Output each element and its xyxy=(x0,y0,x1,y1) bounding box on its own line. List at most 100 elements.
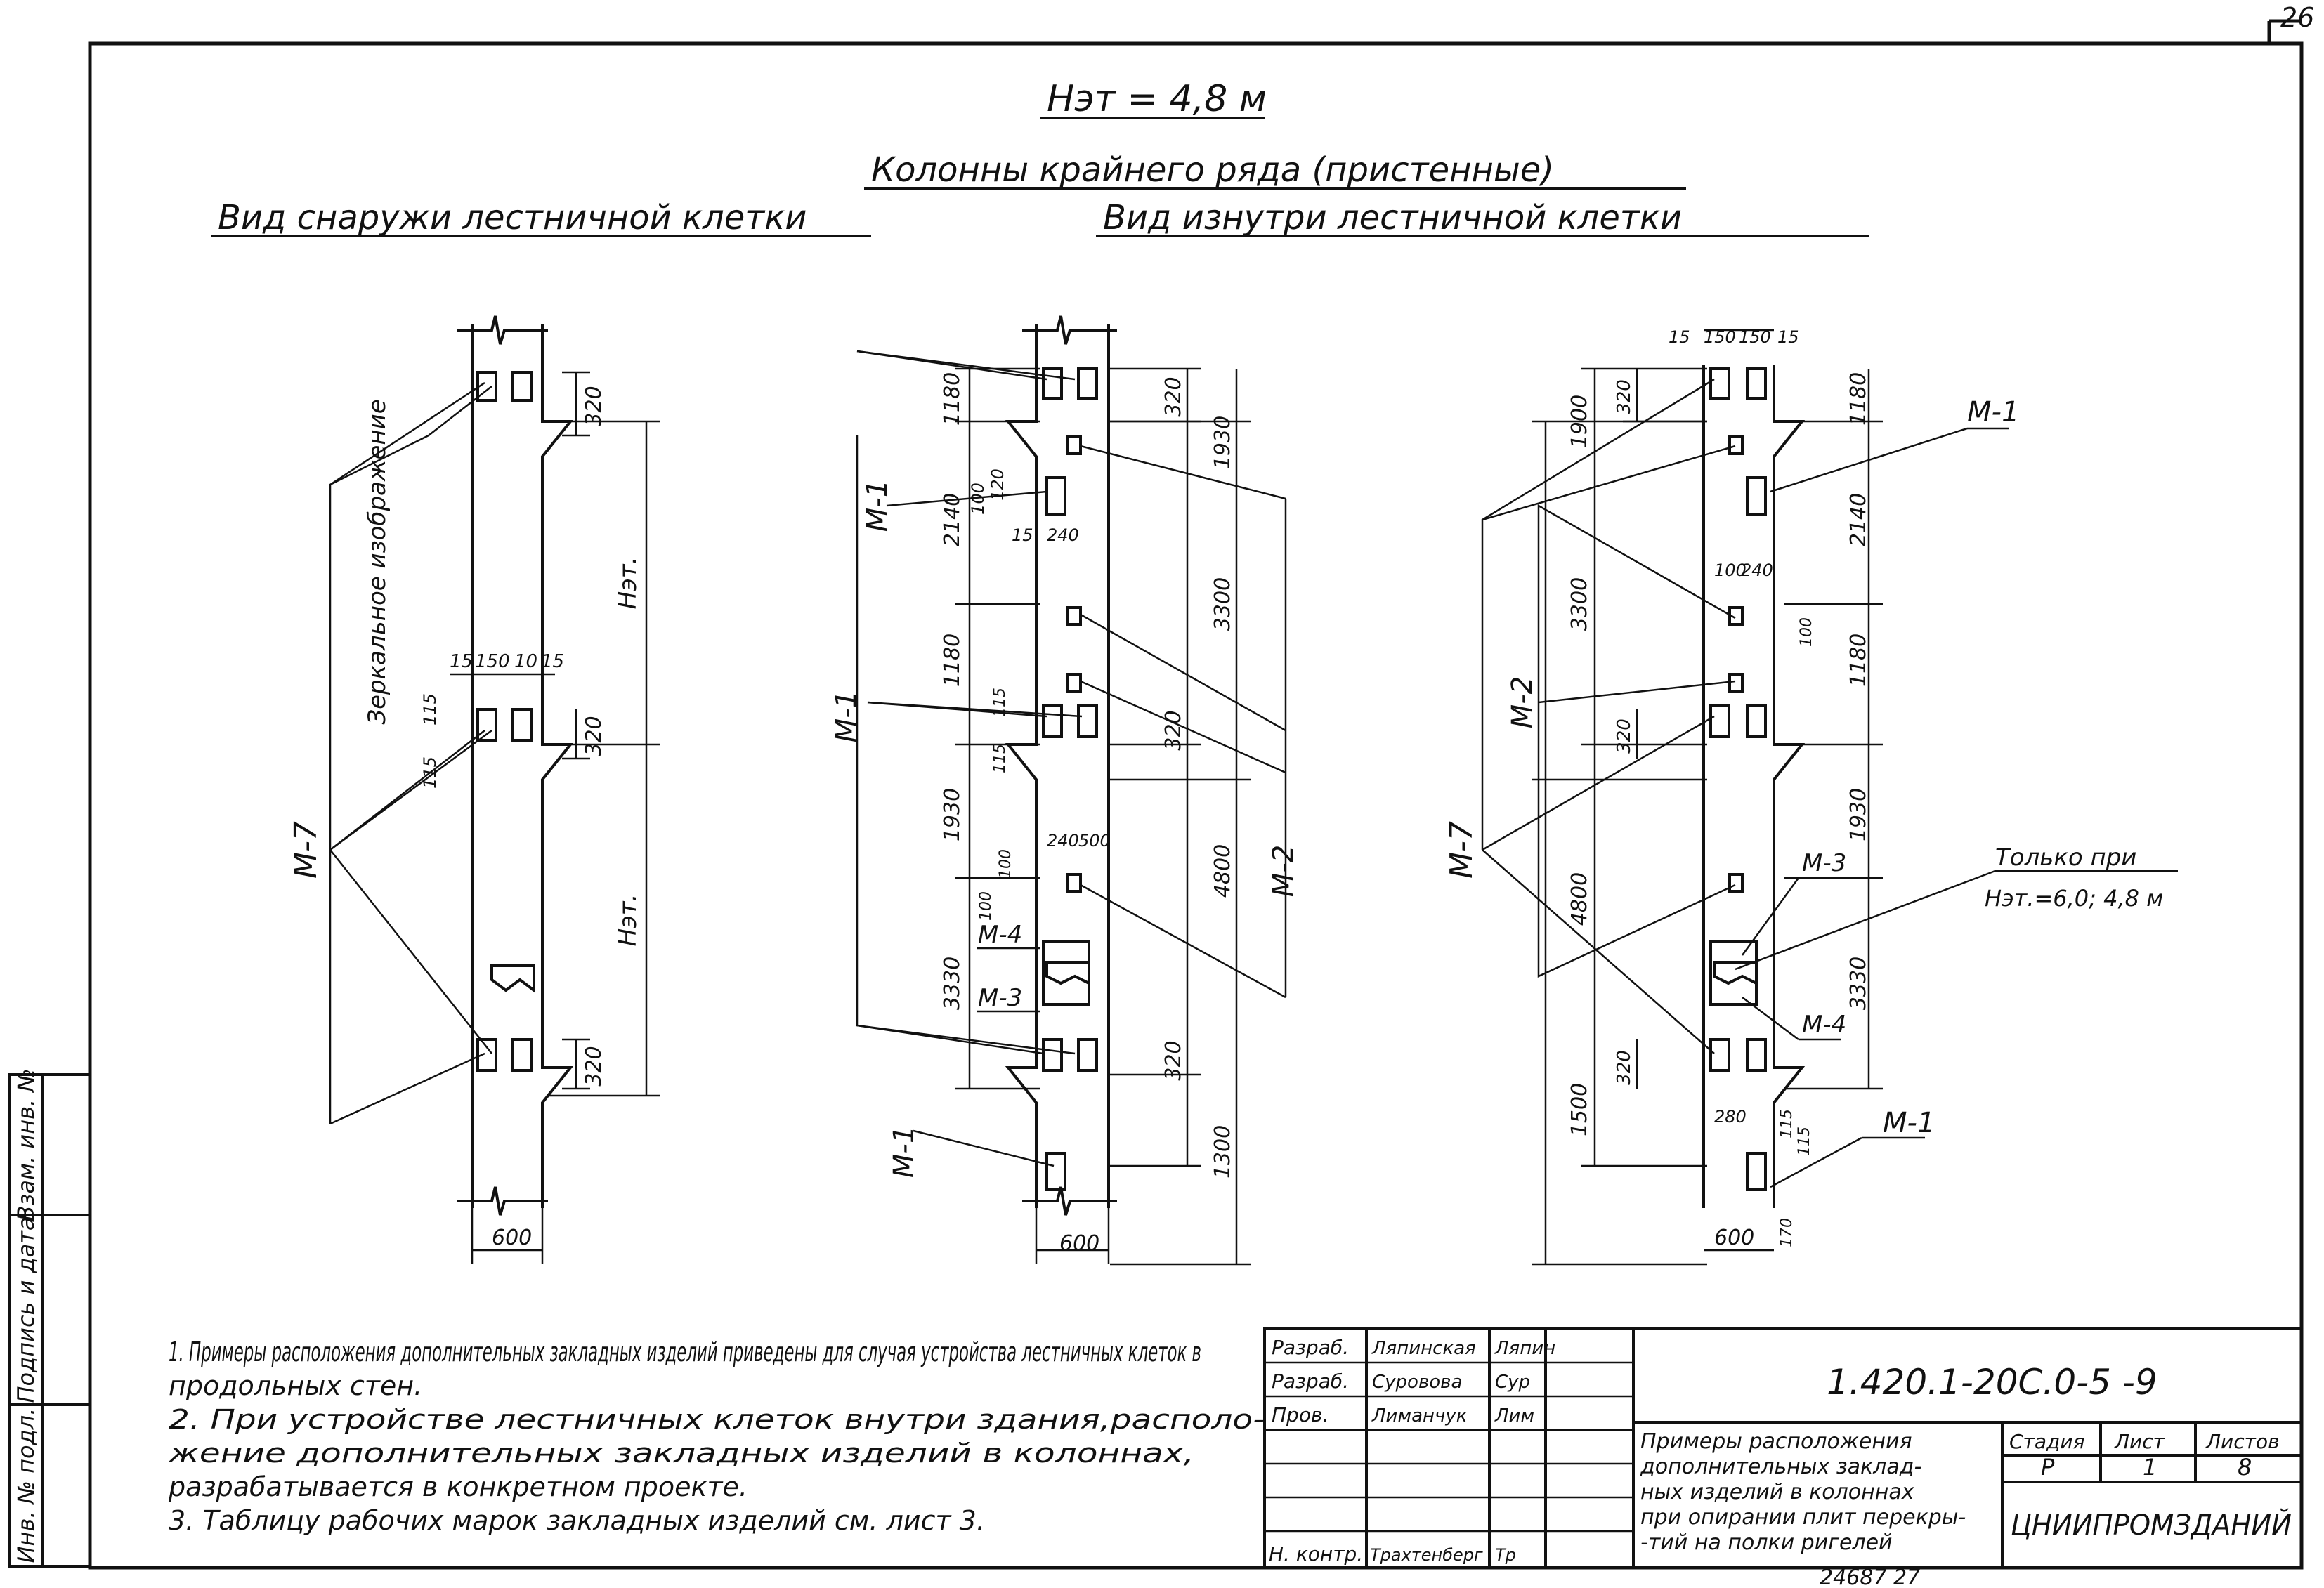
note-line-4: жение дополнительных закладных изделий в… xyxy=(168,1438,1194,1469)
doc-title-line-2: дополнительных заклад- xyxy=(1640,1455,1921,1479)
mid-mark-m3: М-3 xyxy=(978,984,1022,1012)
side-stamp-inv: Инв. № подл. xyxy=(13,1408,39,1563)
mid-d2140: 2140 xyxy=(940,493,965,546)
right-d2140: 2140 xyxy=(1846,493,1871,546)
sheets-value: 8 xyxy=(2238,1454,2252,1481)
left-insert-15b: 15 xyxy=(541,651,564,672)
mid-d320b: 320 xyxy=(1161,710,1186,750)
left-dim-bottom: 320 xyxy=(582,1046,606,1086)
mid-d100c: 100 xyxy=(977,891,995,921)
note-line-1: 1. Примеры расположения дополнительных з… xyxy=(169,1337,1201,1367)
right-mark-m2: М-2 xyxy=(1506,676,1539,728)
right-d3330: 3330 xyxy=(1846,957,1871,1010)
left-insert-10: 10 xyxy=(514,651,537,672)
right-d3300: 3300 xyxy=(1567,577,1592,631)
doc-code: 1.420.1-20С.0-5 -9 xyxy=(1827,1362,2157,1403)
right-mark-m3: М-3 xyxy=(1802,849,1846,877)
mid-d115a: 115 xyxy=(991,688,1009,717)
mid-d115b: 115 xyxy=(991,744,1009,773)
doc-title-line-4: при опирании плит перекры- xyxy=(1640,1505,1966,1530)
mid-d320c: 320 xyxy=(1161,1040,1186,1080)
mid-d1930r: 1930 xyxy=(1210,416,1235,469)
floor-height-title: Нэт = 4,8 м xyxy=(1047,78,1267,120)
right-d1180a: 1180 xyxy=(1846,372,1871,426)
mid-d1180b: 1180 xyxy=(940,634,965,687)
right-d115b: 115 xyxy=(1796,1127,1813,1156)
right-d280: 280 xyxy=(1714,1107,1747,1127)
right-d115a: 115 xyxy=(1778,1109,1796,1138)
mid-mark-m4: М-4 xyxy=(978,921,1022,949)
right-width: 600 xyxy=(1714,1226,1754,1250)
note-line-6: 3. Таблицу рабочих марок закладных издел… xyxy=(169,1505,985,1536)
left-small-b: 115 xyxy=(420,756,440,789)
left-dim-top: 320 xyxy=(582,386,606,426)
side-stamp-sign: Подпись и дата xyxy=(13,1216,39,1403)
left-insert-150: 150 xyxy=(475,651,510,672)
note-line-5: разрабатывается в конкретном проекте. xyxy=(168,1471,748,1502)
drawing-title: Колонны крайнего ряда (пристенные) xyxy=(871,150,1554,190)
tb-sign-3: Лим xyxy=(1494,1405,1534,1426)
note-line-3: 2. При устройстве лестничных клеток внут… xyxy=(169,1404,1265,1435)
right-d320a: 320 xyxy=(1614,379,1635,414)
right-t15a: 15 xyxy=(1669,327,1690,347)
mid-d320a: 320 xyxy=(1161,376,1186,416)
subtitle-left: Вид снаружи лестничной клетки xyxy=(218,198,807,237)
right-d170: 170 xyxy=(1778,1218,1796,1247)
tb-role-1: Разраб. xyxy=(1272,1336,1349,1359)
left-dimensions xyxy=(329,371,660,1264)
doc-title-line-3: ных изделий в колоннах xyxy=(1640,1480,1914,1504)
middle-inserts xyxy=(1042,367,1098,1191)
right-t150b: 150 xyxy=(1739,327,1771,347)
right-d1180b: 1180 xyxy=(1846,634,1871,687)
right-d1500: 1500 xyxy=(1567,1083,1592,1136)
doc-title-line-5: -тий на полки ригелей xyxy=(1640,1530,1893,1555)
mid-d1930: 1930 xyxy=(940,788,965,841)
tb-role-7: Н. контр. xyxy=(1269,1542,1363,1566)
right-mark-m7: М-7 xyxy=(1444,821,1480,879)
stage-value: Р xyxy=(2041,1454,2055,1481)
mid-d3300: 3300 xyxy=(1210,577,1235,631)
right-inserts xyxy=(1709,367,1767,1191)
mid-d4800: 4800 xyxy=(1210,844,1235,898)
left-mark-m7: М-7 xyxy=(288,821,324,879)
sheet-value: 1 xyxy=(2143,1454,2157,1481)
left-dim-het2: Нэт. xyxy=(614,894,642,947)
right-d1930: 1930 xyxy=(1846,788,1871,841)
mid-d15a: 15 xyxy=(1012,525,1033,545)
tb-sign-7: Тр xyxy=(1495,1545,1516,1565)
left-small-a: 115 xyxy=(420,693,440,726)
tb-name-1: Ляпинская xyxy=(1371,1338,1476,1359)
left-dim-het1: Нэт. xyxy=(614,557,642,610)
general-notes: 1. Примеры расположения дополнительных з… xyxy=(168,1337,1265,1536)
mid-d1300: 1300 xyxy=(1210,1125,1235,1179)
title-block-rows xyxy=(1265,1361,1633,1533)
mid-d1180a: 1180 xyxy=(940,372,965,426)
right-d240: 240 xyxy=(1741,560,1773,580)
right-mark-m1-bottom: М-1 xyxy=(1883,1107,1935,1139)
mid-mark-m2: М-2 xyxy=(1267,845,1300,897)
side-stamp-replace: Взам. инв. № xyxy=(13,1068,39,1221)
left-dim-width: 600 xyxy=(492,1226,532,1250)
left-insert-15a: 15 xyxy=(450,651,473,672)
note-line-2: продольных стен. xyxy=(169,1370,422,1401)
side-stamp xyxy=(8,1073,91,1568)
tb-sign-2: Сур xyxy=(1495,1372,1530,1393)
tb-name-2: Суровова xyxy=(1372,1372,1462,1393)
right-d100: 100 xyxy=(1714,560,1747,580)
doc-title-line-1: Примеры расположения xyxy=(1640,1429,1912,1454)
title-block xyxy=(1263,1327,2303,1569)
right-note-only: Только при xyxy=(1995,844,2136,872)
mid-mark-m1-bottom: М-1 xyxy=(888,1126,920,1178)
mid-d100a: 100 xyxy=(968,483,988,515)
right-t150a: 150 xyxy=(1704,327,1736,347)
tb-role-3: Пров. xyxy=(1272,1403,1329,1426)
mid-mark-m1-top: М-1 xyxy=(861,480,894,532)
left-column xyxy=(457,315,574,1216)
organization: ЦНИИПРОМЗДАНИЙ xyxy=(2011,1508,2292,1542)
subtitle-right: Вид изнутри лестничной клетки xyxy=(1103,198,1682,237)
tb-sign-1: Ляпин xyxy=(1494,1338,1555,1359)
right-mark-m1-top: М-1 xyxy=(1967,396,2019,428)
sheet-header: Лист xyxy=(2114,1430,2165,1453)
mid-mark-m1-mid: М-1 xyxy=(830,690,863,742)
right-note-values: Нэт.=6,0; 4,8 м xyxy=(1985,885,2163,912)
